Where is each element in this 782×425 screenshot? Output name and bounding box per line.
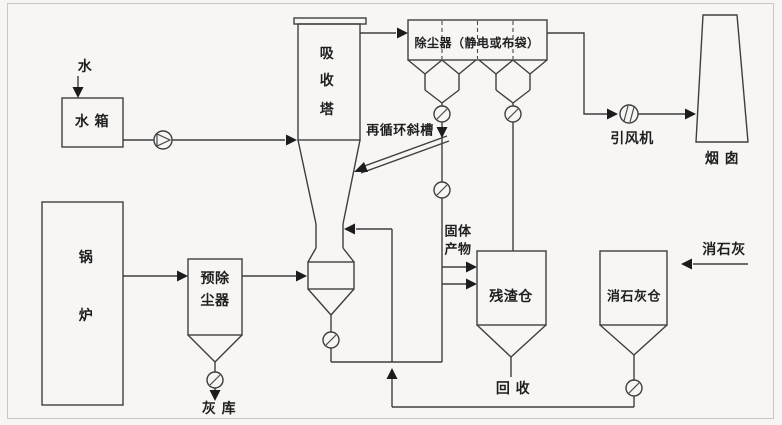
boiler-shape — [41, 201, 188, 406]
hopper-left-valve-icon — [433, 105, 451, 123]
pre-collector-label-line2: 尘器 — [200, 293, 230, 309]
solids-recycle-lines — [331, 122, 477, 363]
image-frame — [7, 3, 774, 419]
hopper-right-valve-icon — [504, 105, 522, 123]
absorber-bottom-valve-icon — [322, 331, 340, 349]
solid-product-label-line1: 固体 — [444, 224, 472, 240]
lime-silo-label: 消石灰仓 — [606, 289, 662, 305]
pre-collector-shape — [187, 258, 307, 401]
id-fan-icon — [619, 104, 639, 124]
dust-collector-label: 除尘器（静电或布袋） — [414, 36, 540, 50]
residue-silo-label: 残渣仓 — [489, 289, 533, 305]
flue-gas-line — [547, 32, 696, 120]
water-tank-label: 水 箱 — [74, 114, 110, 130]
chimney-label: 烟 囱 — [704, 151, 740, 167]
ash-silo-label: 灰 库 — [201, 401, 237, 417]
absorber-label-char1: 吸 — [319, 46, 335, 62]
water-source-label: 水 — [77, 59, 93, 75]
pre-collector-label-line1: 预除 — [200, 271, 230, 287]
collector-hopper-right — [478, 59, 548, 251]
water-line-to-absorber — [123, 134, 297, 146]
boiler-label-char2: 炉 — [78, 308, 94, 324]
pump-icon — [153, 130, 173, 150]
pre-collector-valve-icon — [206, 371, 224, 389]
water-tank-shape — [61, 76, 124, 148]
recirculation-chute-label: 再循环斜槽 — [366, 123, 434, 139]
residue-silo-shape — [476, 250, 547, 377]
boiler-label-char1: 锅 — [78, 250, 94, 266]
throat-feed-line — [344, 223, 398, 407]
recirculation-chute-shape — [354, 135, 450, 174]
dust-collector-shape — [407, 19, 548, 61]
lime-silo-valve-icon — [625, 379, 643, 397]
absorber-tower-shape — [293, 17, 367, 362]
lime-silo-shape — [599, 250, 748, 407]
absorber-label-char3: 塔 — [319, 102, 335, 118]
solids-line-valve-icon — [433, 181, 451, 199]
absorber-to-collector-line — [360, 27, 408, 39]
solid-product-label-line2: 产物 — [444, 242, 472, 258]
lime-feed-label: 消石灰 — [702, 242, 746, 258]
id-fan-label: 引风机 — [610, 131, 654, 147]
absorber-label-char2: 收 — [319, 73, 335, 89]
chimney-shape — [695, 14, 749, 143]
recycle-label: 回 收 — [495, 381, 531, 397]
